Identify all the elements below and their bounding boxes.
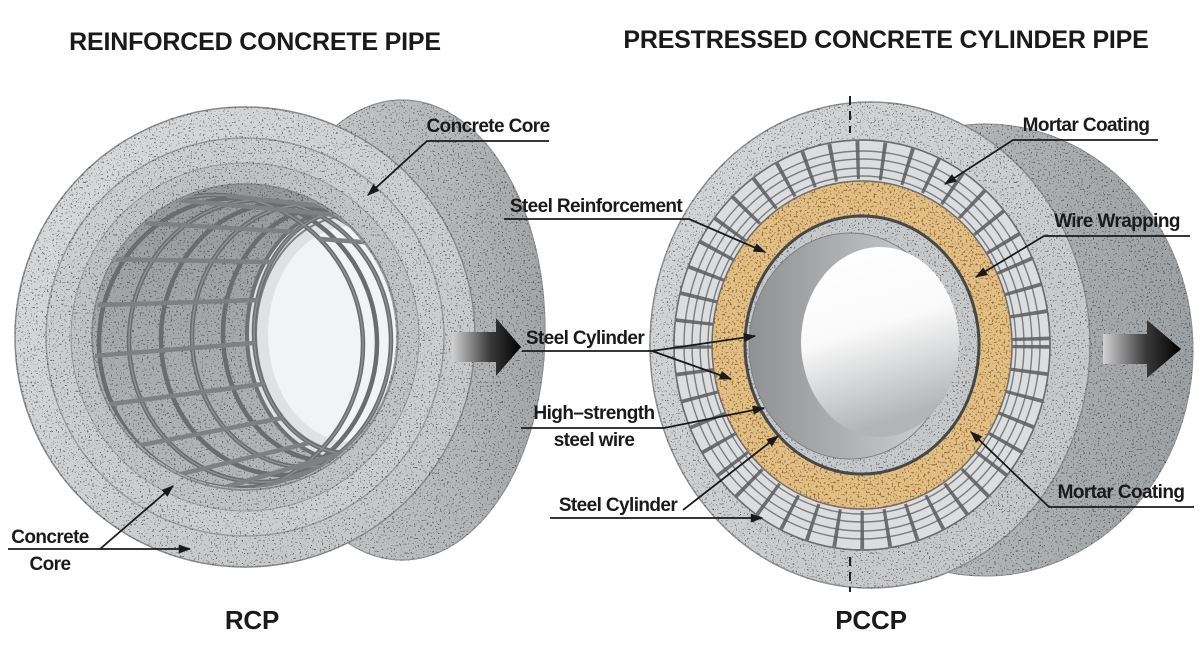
label-steel-cylinder-mid: Steel Cylinder	[525, 328, 645, 349]
leader-lines	[8, 139, 1194, 554]
rcp-illustration	[14, 99, 546, 568]
leader-mortar-coating-top	[943, 139, 1158, 185]
pccp-illustration	[649, 96, 1194, 592]
leader-steel-reinforcement	[504, 218, 767, 253]
label-steel-cylinder-bottom: Steel Cylinder	[558, 495, 678, 516]
flow-arrow-right-icon	[1103, 320, 1181, 378]
leader-mortar-coating-bottom	[970, 431, 1194, 508]
pccp-abbreviation: PCCP	[835, 605, 907, 635]
label-wire-wrapping: Wire Wrapping	[1054, 211, 1180, 232]
label-high-strength-line2: steel wire	[553, 430, 635, 451]
pccp-bore	[748, 232, 959, 460]
leader-wire-wrapping	[974, 235, 1190, 278]
leader-high-strength-wire	[521, 405, 766, 429]
pccp-title: PRESTRESSED CONCRETE CYLINDER PIPE	[623, 26, 1149, 54]
label-high-strength-steel-wire: High–strength steel wire	[533, 400, 656, 454]
label-steel-reinforcement: Steel Reinforcement	[509, 196, 683, 217]
leader-steel-cylinder-mid-branch	[651, 350, 733, 380]
leader-steel-cylinder-bottom-d	[682, 435, 779, 511]
label-mortar-coating-top: Mortar Coating	[1022, 115, 1150, 136]
label-mortar-coating-bottom: Mortar Coating	[1057, 482, 1185, 503]
rcp-abbreviation: RCP	[224, 605, 280, 635]
flow-arrow-left-icon	[452, 318, 521, 376]
label-high-strength-line1: High–strength	[533, 403, 656, 424]
rcp-title: REINFORCED CONCRETE PIPE	[69, 28, 441, 56]
label-concrete-core-bottom: Concrete Core	[11, 524, 89, 578]
label-concrete-core-bottom-line2: Core	[29, 554, 71, 575]
rcp-rebar-cage	[94, 192, 396, 488]
leader-concrete-core-top	[367, 140, 549, 196]
label-concrete-core-bottom-line1: Concrete	[11, 527, 89, 548]
label-concrete-core-top: Concrete Core	[426, 116, 550, 137]
leader-concrete-core-bottom-d	[99, 485, 174, 550]
